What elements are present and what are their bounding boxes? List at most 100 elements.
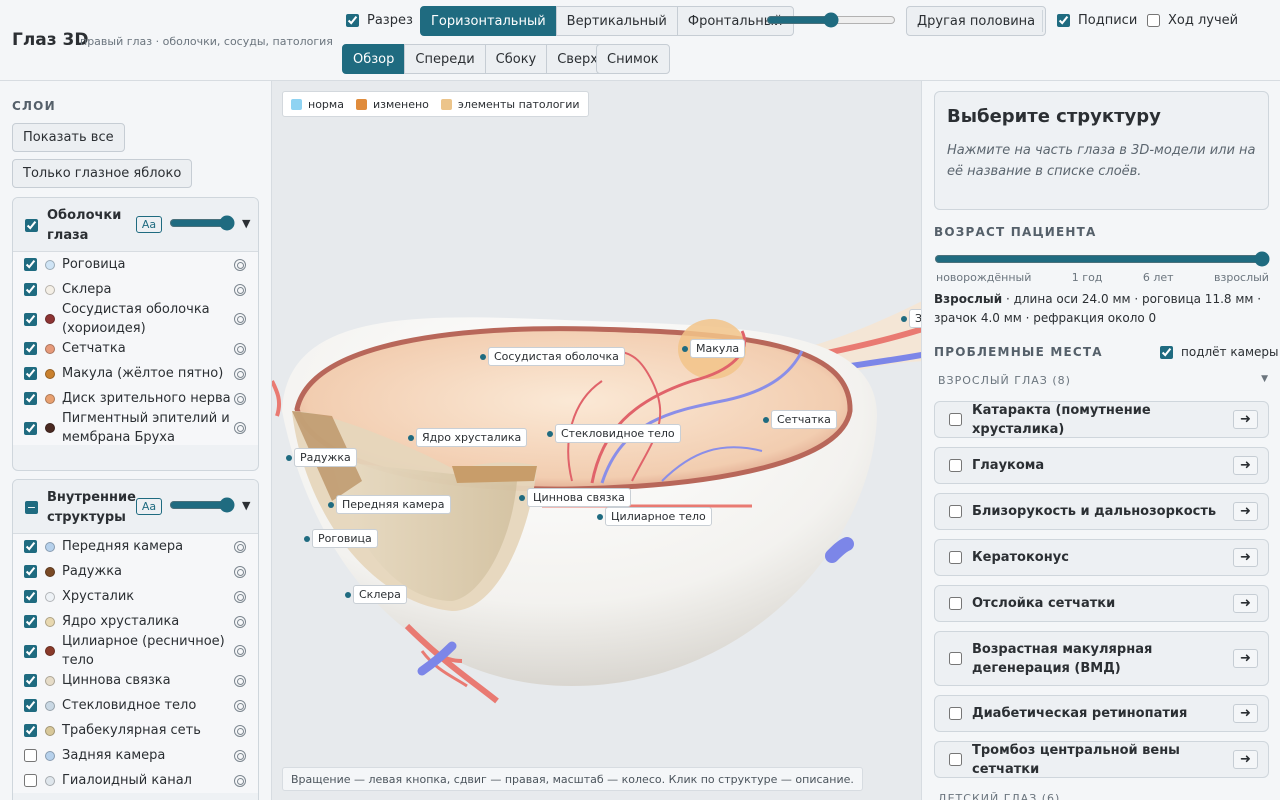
- label-retina[interactable]: Сетчатка: [771, 410, 837, 429]
- layer-item[interactable]: Задняя камера: [13, 743, 258, 768]
- isolate-icon[interactable]: [234, 342, 246, 355]
- isolate-icon[interactable]: [234, 615, 246, 628]
- layer-item[interactable]: Передняя камера: [13, 534, 258, 559]
- layer-checkbox[interactable]: [24, 312, 37, 326]
- isolate-icon[interactable]: [234, 258, 246, 271]
- group-checkbox[interactable]: [25, 219, 38, 232]
- problem-checkbox[interactable]: [949, 551, 962, 564]
- other-half-button[interactable]: Другая половина: [906, 6, 1047, 36]
- layer-item[interactable]: Роговица: [13, 252, 258, 277]
- label-vitreous[interactable]: Стекловидное тело: [555, 424, 681, 443]
- layer-item[interactable]: Склера: [13, 277, 258, 302]
- go-to-icon[interactable]: ➜: [1233, 649, 1258, 668]
- label-anterior-chamber[interactable]: Передняя камера: [336, 495, 451, 514]
- isolate-icon[interactable]: [234, 367, 246, 380]
- label-lens-nucleus[interactable]: Ядро хрусталика: [416, 428, 528, 447]
- layer-item[interactable]: Пигментный эпителий и мембрана Бруха: [13, 411, 258, 445]
- layer-checkbox[interactable]: [24, 749, 37, 762]
- problem-item[interactable]: Тромбоз центральной вены сетчатки➜: [934, 741, 1269, 778]
- cut-depth-slider[interactable]: [766, 12, 896, 28]
- cut-mode-vertical[interactable]: Вертикальный: [555, 6, 678, 36]
- camera-flyover-toggle[interactable]: подлёт камеры: [1160, 345, 1278, 359]
- isolate-icon[interactable]: [234, 590, 246, 603]
- go-to-icon[interactable]: ➜: [1233, 410, 1258, 429]
- problem-checkbox[interactable]: [949, 707, 962, 720]
- camera-flyover-checkbox[interactable]: [1160, 345, 1173, 359]
- go-to-icon[interactable]: ➜: [1233, 750, 1258, 769]
- group-checkbox-indeterminate[interactable]: −: [25, 501, 38, 514]
- child-group-header[interactable]: ДЕТСКИЙ ГЛАЗ (6): [938, 792, 1061, 800]
- problem-item[interactable]: Диабетическая ретинопатия➜: [934, 695, 1269, 732]
- go-to-icon[interactable]: ➜: [1233, 704, 1258, 723]
- captions-toggle[interactable]: Подписи: [1057, 13, 1137, 28]
- layer-checkbox[interactable]: [24, 258, 37, 271]
- go-to-icon[interactable]: ➜: [1233, 548, 1258, 567]
- problem-item[interactable]: Близорукость и дальнозоркость➜: [934, 493, 1269, 530]
- collapse-icon[interactable]: ▼: [242, 217, 251, 230]
- layer-item[interactable]: Гиалоидный канал: [13, 768, 258, 793]
- layer-item[interactable]: Циннова связка: [13, 668, 258, 693]
- ciliary-body[interactable]: [452, 466, 537, 483]
- problem-checkbox[interactable]: [949, 505, 962, 518]
- cut-toggle[interactable]: Разрез: [346, 13, 413, 28]
- isolate-icon[interactable]: [234, 540, 246, 553]
- isolate-icon[interactable]: [234, 283, 246, 296]
- layer-checkbox[interactable]: [24, 421, 37, 435]
- show-all-button[interactable]: Показать все: [12, 123, 125, 152]
- isolate-icon[interactable]: [234, 749, 246, 762]
- rays-checkbox[interactable]: [1147, 14, 1160, 27]
- isolate-icon[interactable]: [234, 645, 246, 657]
- isolate-icon[interactable]: [234, 565, 246, 578]
- label-choroid[interactable]: Сосудистая оболочка: [488, 347, 625, 366]
- layer-checkbox[interactable]: [24, 699, 37, 712]
- layer-item[interactable]: Трабекулярная сеть: [13, 718, 258, 743]
- eye-3d-viewport[interactable]: норма изменено элементы патологии Сосуди…: [272, 81, 921, 800]
- problem-checkbox[interactable]: [949, 652, 962, 665]
- group-opacity-slider[interactable]: [169, 497, 235, 513]
- go-to-icon[interactable]: ➜: [1233, 594, 1258, 613]
- layer-checkbox[interactable]: [24, 540, 37, 553]
- layer-checkbox[interactable]: [24, 283, 37, 296]
- layer-checkbox[interactable]: [24, 774, 37, 787]
- problem-checkbox[interactable]: [949, 753, 962, 766]
- layer-checkbox[interactable]: [24, 615, 37, 628]
- layer-checkbox[interactable]: [24, 342, 37, 355]
- layer-checkbox[interactable]: [24, 644, 37, 658]
- label-zonule[interactable]: Цинновa связка: [527, 488, 631, 507]
- collapse-icon[interactable]: ▼: [242, 499, 251, 512]
- isolate-icon[interactable]: [234, 699, 246, 712]
- problem-checkbox[interactable]: [949, 597, 962, 610]
- layer-checkbox[interactable]: [24, 367, 37, 380]
- isolate-icon[interactable]: [234, 313, 246, 325]
- layer-item[interactable]: Диск зрительного нерва: [13, 386, 258, 411]
- isolate-icon[interactable]: [234, 422, 246, 434]
- layer-checkbox[interactable]: [24, 674, 37, 687]
- view-side[interactable]: Сбоку: [484, 44, 548, 74]
- label-macula[interactable]: Макула: [690, 339, 746, 358]
- layer-item[interactable]: Хрусталик: [13, 584, 258, 609]
- isolate-icon[interactable]: [234, 674, 246, 687]
- label-ciliary-body[interactable]: Цилиарное тело: [605, 507, 712, 526]
- isolate-icon[interactable]: [234, 392, 246, 405]
- layer-checkbox[interactable]: [24, 392, 37, 405]
- problem-checkbox[interactable]: [949, 413, 962, 426]
- problem-checkbox[interactable]: [949, 459, 962, 472]
- view-front[interactable]: Спереди: [404, 44, 486, 74]
- layer-item[interactable]: Цилиарное (ресничное) тело: [13, 634, 258, 668]
- layer-checkbox[interactable]: [24, 724, 37, 737]
- snapshot-button[interactable]: Снимок: [596, 44, 670, 74]
- layer-item[interactable]: Макула (жёлтое пятно): [13, 361, 258, 386]
- age-slider[interactable]: [934, 251, 1270, 267]
- layer-checkbox[interactable]: [24, 565, 37, 578]
- layer-item[interactable]: Стекловидное тело: [13, 693, 258, 718]
- adult-group-header[interactable]: ВЗРОСЛЫЙ ГЛАЗ (8) ▼: [938, 374, 1269, 387]
- cut-mode-horizontal[interactable]: Горизонтальный: [420, 6, 557, 36]
- layer-item[interactable]: Радужка: [13, 559, 258, 584]
- problem-item[interactable]: Катаракта (помутнение хрусталика)➜: [934, 401, 1269, 438]
- layer-item[interactable]: Сосудистая оболочка (хориоидея): [13, 302, 258, 336]
- label-toggle-button[interactable]: Aa: [136, 216, 162, 233]
- only-eyeball-button[interactable]: Только глазное яблоко: [12, 159, 193, 188]
- isolate-icon[interactable]: [234, 774, 246, 787]
- go-to-icon[interactable]: ➜: [1233, 502, 1258, 521]
- go-to-icon[interactable]: ➜: [1233, 456, 1258, 475]
